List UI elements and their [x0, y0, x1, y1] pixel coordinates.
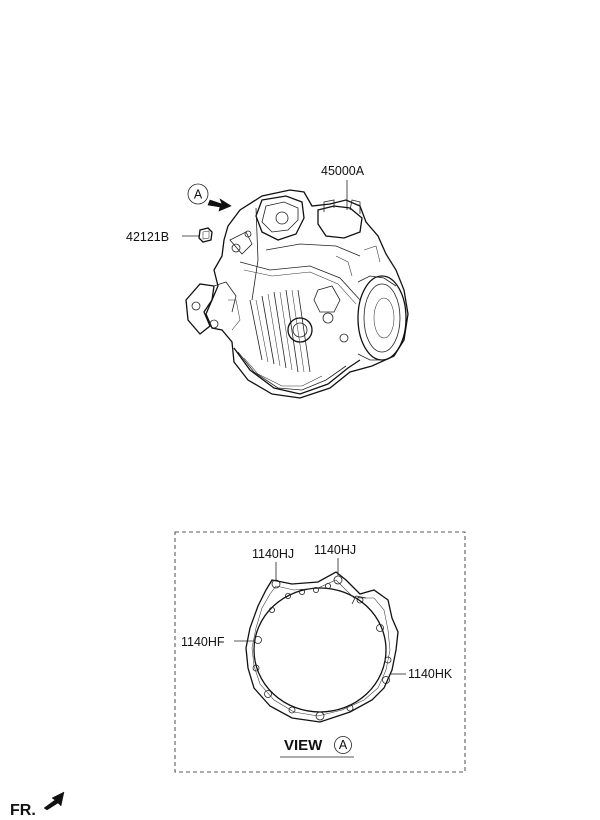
- view-a-title-circle: [334, 736, 352, 754]
- view-a-title-letter: A: [339, 738, 348, 752]
- view-a-detail-box: [174, 531, 466, 773]
- part-label-bolt: 42121B: [126, 230, 169, 244]
- label-1140hj-right: 1140HJ: [314, 543, 356, 557]
- view-a-callout: A: [187, 183, 232, 212]
- front-arrow-icon: [43, 791, 65, 811]
- bolt-icon: [198, 227, 213, 243]
- label-1140hf: 1140HF: [181, 635, 225, 649]
- part-label-transaxle: 45000A: [321, 164, 365, 178]
- view-a-circle: [187, 183, 209, 205]
- view-a-title: VIEW: [284, 737, 323, 754]
- view-a-arrow-icon: [207, 198, 232, 212]
- front-indicator-label: FR.: [10, 802, 36, 819]
- label-1140hj-left: 1140HJ: [252, 547, 294, 561]
- label-1140hk: 1140HK: [408, 667, 453, 681]
- view-a-letter: A: [194, 188, 203, 202]
- gasket-plate-illustration: [245, 571, 399, 723]
- transaxle-assembly-illustration: [185, 189, 409, 399]
